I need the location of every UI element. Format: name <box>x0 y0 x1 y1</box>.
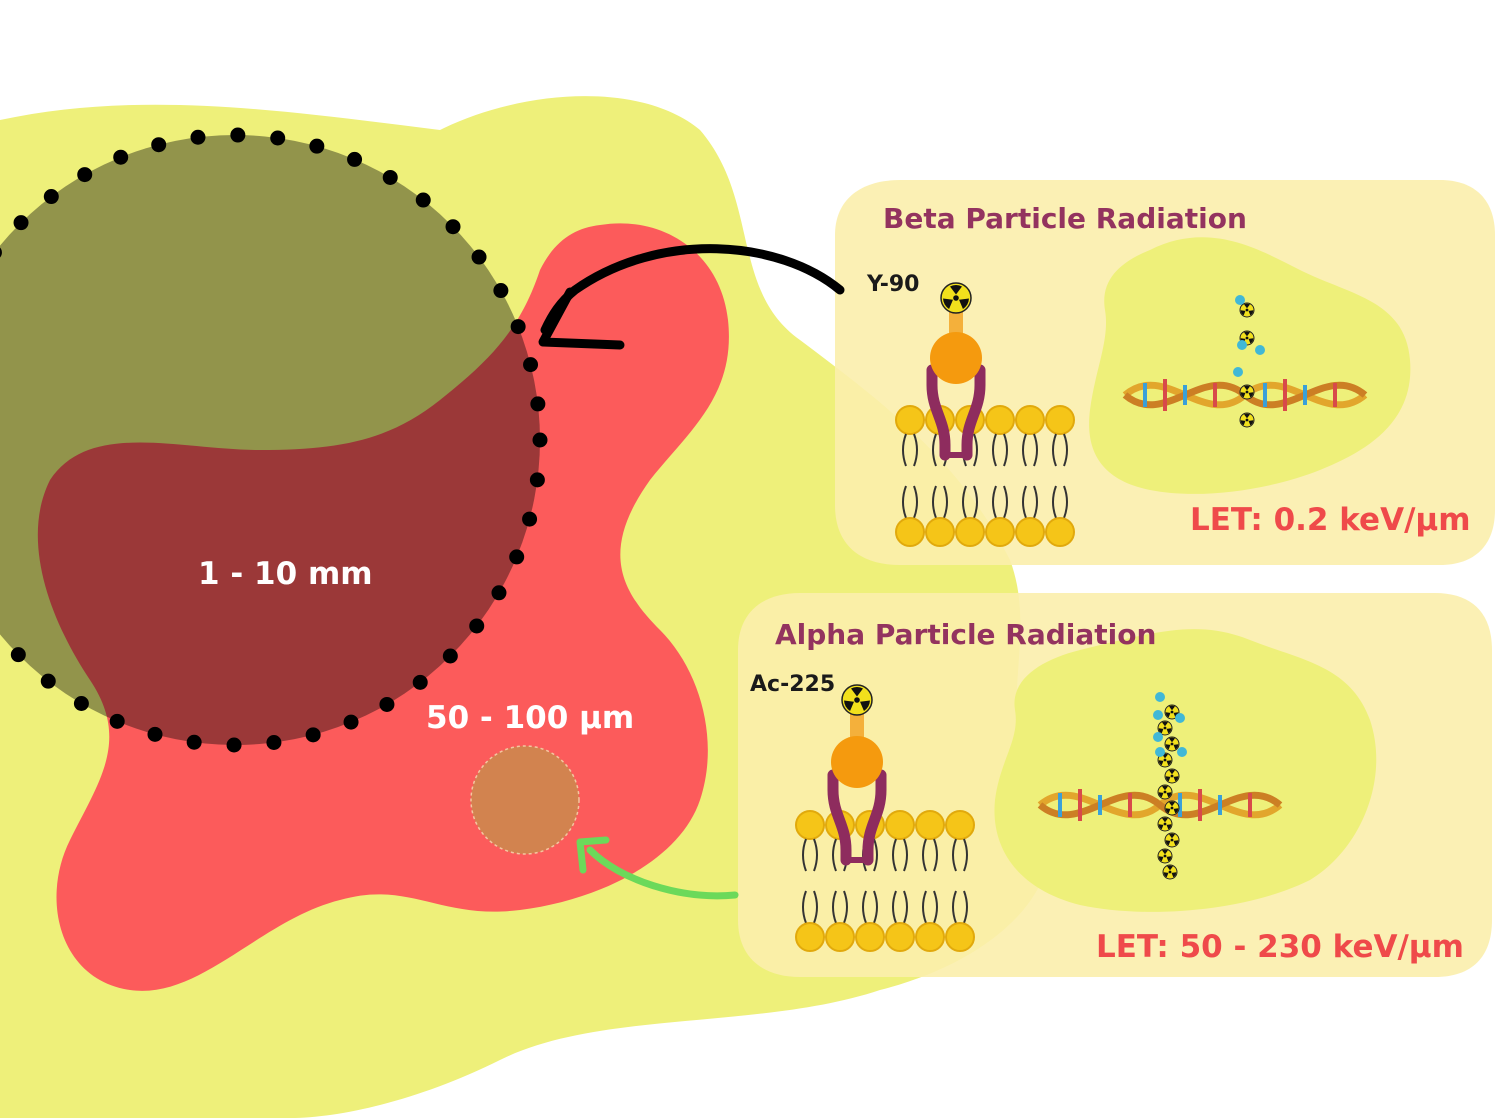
beta-isotope-label: Y-90 <box>867 272 920 297</box>
chelator-sphere <box>831 736 883 788</box>
beta-range-label: 1 - 10 mm <box>198 556 373 592</box>
radiation-icon <box>940 282 972 314</box>
alpha-isotope-label: Ac-225 <box>750 672 836 697</box>
beta-cell-region <box>1089 237 1411 494</box>
alpha-cell-region <box>994 629 1377 912</box>
alpha-range-label: 50 - 100 µm <box>426 700 635 736</box>
antibody-icon <box>827 769 887 866</box>
chelator-sphere <box>930 332 982 384</box>
beta-track <box>1233 295 1265 428</box>
alpha-track <box>1153 692 1187 880</box>
radiation-icon <box>841 684 873 716</box>
antibody-icon <box>926 364 986 461</box>
alpha-arrow <box>576 836 739 900</box>
alpha-target-cell <box>470 745 580 855</box>
beta-range-zone <box>0 135 540 745</box>
beta-range-boundary <box>0 127 548 753</box>
beta-arrow <box>538 244 845 350</box>
beta-let-label: LET: 0.2 keV/µm <box>1190 502 1471 538</box>
alpha-panel <box>738 593 1492 977</box>
beta-panel-title: Beta Particle Radiation <box>883 202 1247 235</box>
beta-panel <box>835 180 1495 565</box>
alpha-let-label: LET: 50 - 230 keV/µm <box>1096 929 1464 965</box>
alpha-panel-title: Alpha Particle Radiation <box>775 618 1157 651</box>
